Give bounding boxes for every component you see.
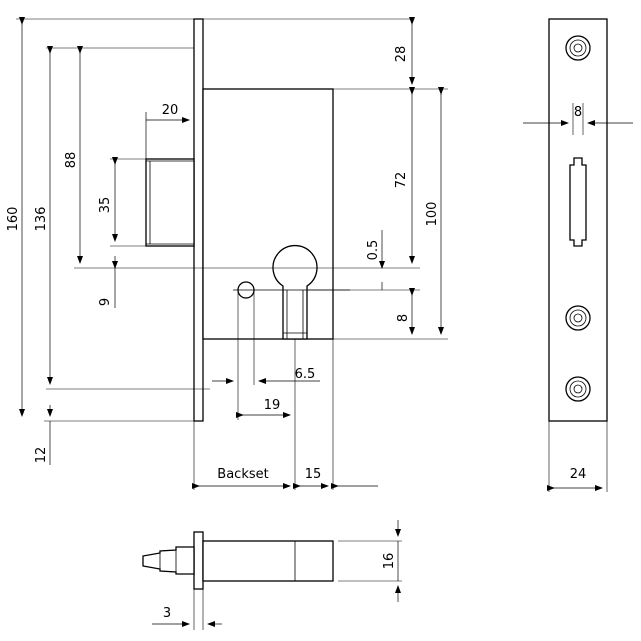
side-view: 8 24: [523, 18, 633, 492]
dim-72: 72: [394, 172, 409, 189]
side-dim-24: 24: [570, 467, 587, 482]
dim-35: 35: [98, 197, 113, 214]
top-view: 16 3: [142, 520, 402, 630]
top-case: [202, 540, 334, 582]
top-latch: [142, 546, 195, 575]
top-dim-16: 16: [382, 553, 397, 570]
dim-28: 28: [394, 46, 409, 63]
dim-136: 136: [34, 207, 49, 232]
faceplate: [193, 18, 204, 422]
latch-bolt: [145, 158, 195, 247]
dim-15: 15: [305, 467, 322, 482]
cylinder-hole: [272, 244, 318, 340]
screw-hole-middle: [565, 305, 591, 331]
dim-100: 100: [425, 202, 440, 227]
screw-hole-bottom: [565, 376, 591, 402]
dim-9: 9: [98, 298, 113, 306]
side-dim-8: 8: [574, 105, 582, 120]
lock-case: [202, 88, 334, 340]
latch-slot: [569, 157, 587, 247]
top-faceplate: [193, 531, 204, 590]
dim-20: 20: [162, 103, 179, 118]
dim-88: 88: [64, 152, 79, 169]
dim-160: 160: [6, 207, 21, 232]
dim-0-5: 0.5: [366, 240, 381, 261]
front-view: 160 136 88 35 9 12 20 28 72 100 0.5: [6, 17, 448, 490]
dim-19: 19: [264, 398, 281, 413]
top-dim-3: 3: [163, 606, 171, 621]
dim-12: 12: [34, 447, 49, 464]
dim-8: 8: [396, 314, 411, 322]
dim-6-5: 6.5: [295, 367, 316, 382]
dim-backset: Backset: [217, 467, 268, 482]
screw-hole-top: [565, 35, 591, 61]
